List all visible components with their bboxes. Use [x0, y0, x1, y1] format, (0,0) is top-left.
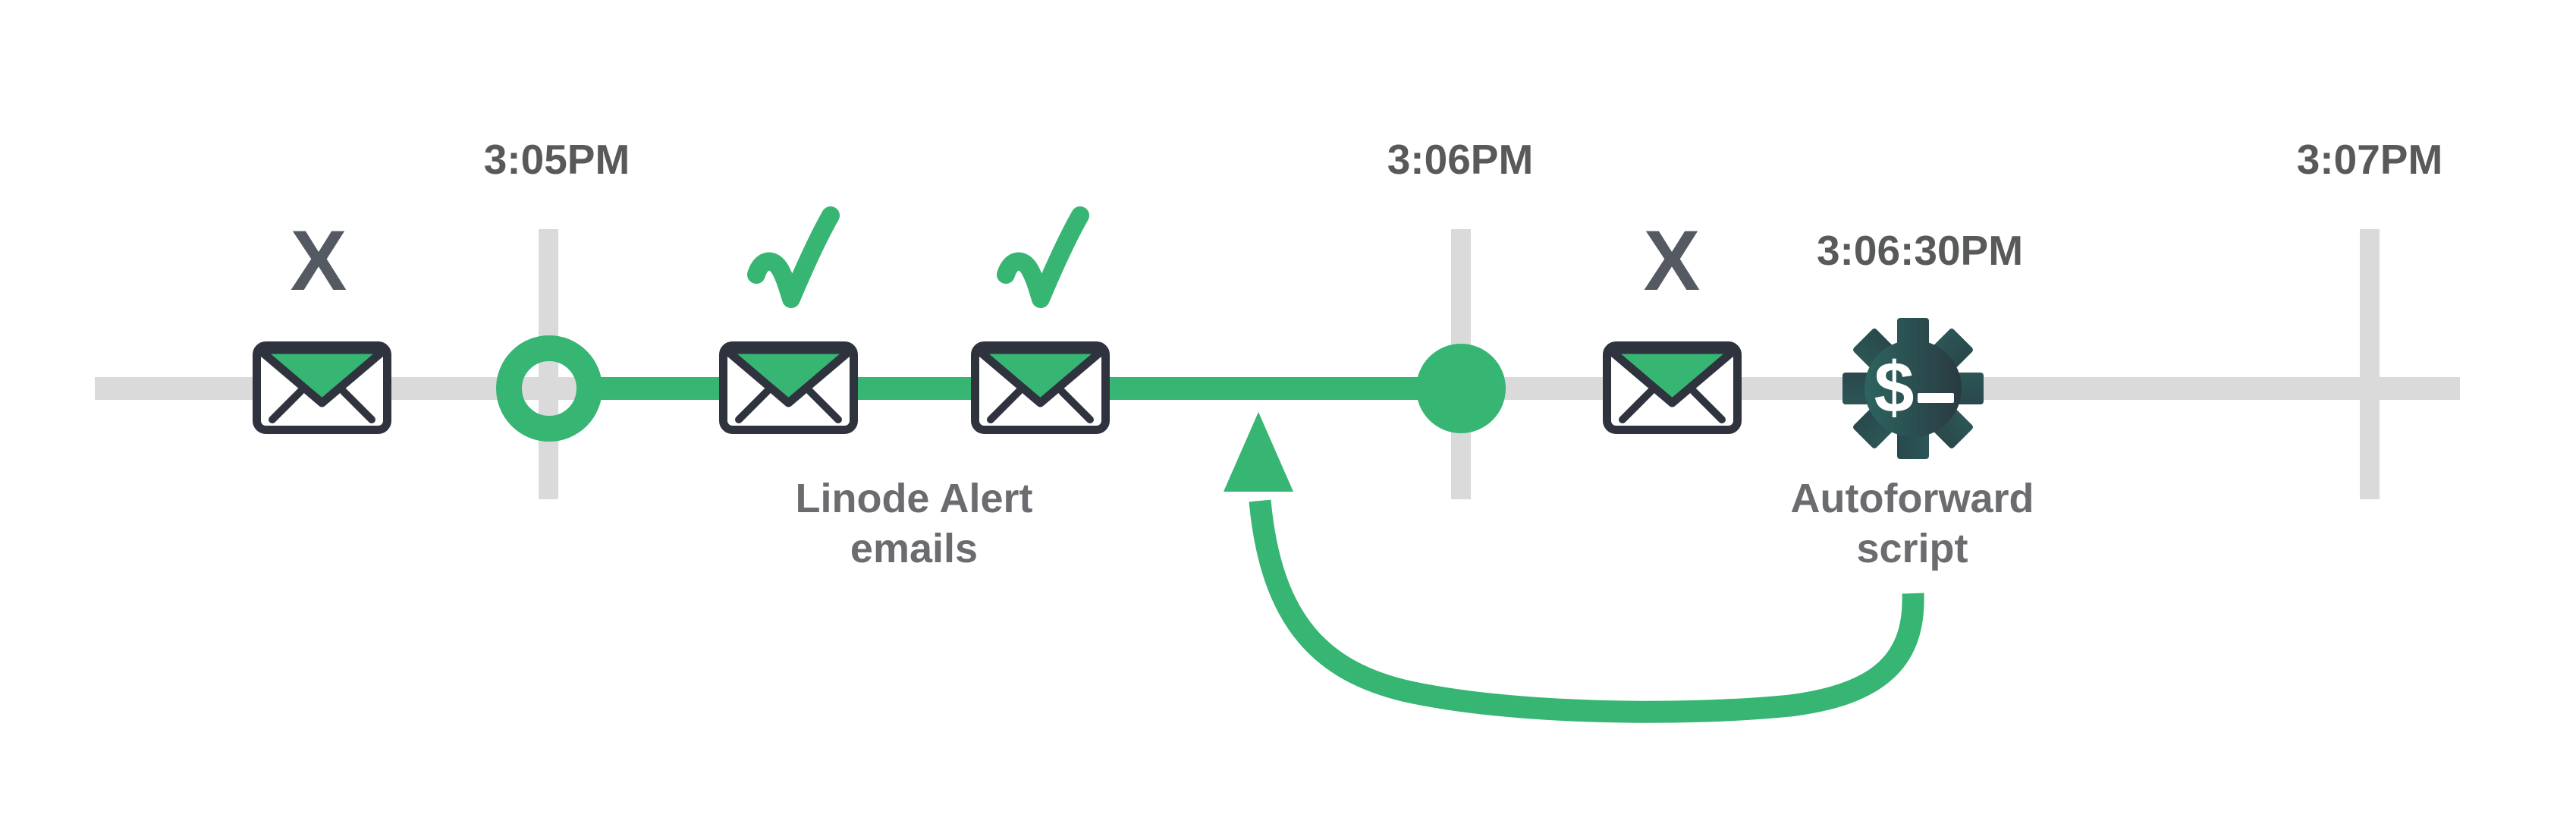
autoforward-gear-icon: $ — [1842, 318, 1984, 459]
dollar-glyph: $ — [1874, 348, 1915, 428]
time-label-3-06pm: 3:06PM — [1387, 136, 1534, 183]
fail-x-marker: X — [1644, 213, 1701, 308]
checkmark-icon — [1006, 215, 1080, 299]
fail-x-marker: X — [291, 213, 347, 308]
caption-line-2: emails — [850, 526, 979, 571]
envelope-checked-icon — [975, 346, 1106, 430]
envelope-failed-icon — [257, 346, 388, 430]
end-dot-node — [1416, 344, 1506, 433]
tick-3-07pm — [2360, 229, 2380, 499]
tick-3-05pm — [539, 229, 558, 499]
envelope-checked-icon — [724, 346, 854, 430]
checkmark-icon — [756, 215, 831, 299]
caption-line-1: Autoforward — [1790, 476, 2034, 521]
caption-linode-alert-emails: Linode Alert emails — [795, 473, 1032, 574]
loop-arrow-icon — [1224, 412, 1924, 723]
arrowhead — [1224, 412, 1293, 492]
time-label-3-06-30pm: 3:06:30PM — [1816, 227, 2024, 274]
time-label-3-05pm: 3:05PM — [483, 136, 630, 183]
caption-line-2: script — [1856, 526, 1968, 571]
start-ring-node — [496, 335, 602, 442]
underscore-glyph — [1918, 393, 1954, 403]
envelope-failed-icon — [1607, 346, 1738, 430]
caption-line-1: Linode Alert — [795, 476, 1033, 521]
caption-autoforward-script: Autoforward script — [1791, 473, 2034, 574]
time-label-3-07pm: 3:07PM — [2296, 136, 2443, 183]
